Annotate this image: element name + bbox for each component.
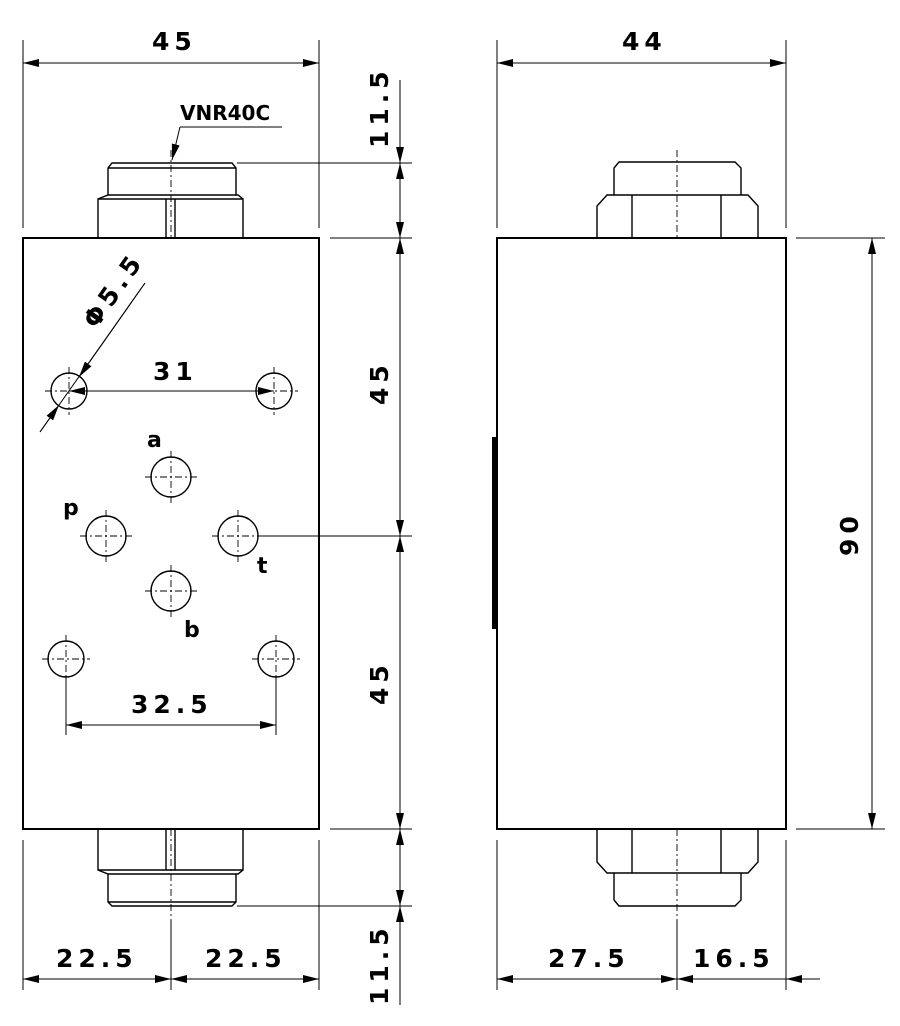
- port-label-t: t: [257, 554, 268, 579]
- dim-top-fitting-value: 11.5: [365, 66, 394, 148]
- port-hole-a: [145, 451, 197, 503]
- port-label-a: a: [147, 428, 162, 453]
- model-leader: [171, 126, 282, 161]
- dim-front-width: [22, 40, 320, 228]
- port-label-b: b: [184, 618, 200, 643]
- mounting-hole: [252, 635, 300, 683]
- dim-top-hole-spacing-value: 31: [153, 357, 198, 386]
- dim-front-vertical-chain: [237, 80, 412, 1005]
- dim-bottom-hole-spacing: [65, 677, 277, 735]
- front-top-fitting: [97, 150, 244, 238]
- front-body: [22, 237, 320, 830]
- dim-side-width: [496, 40, 787, 228]
- side-body: [496, 237, 787, 830]
- dim-side-height: [796, 237, 885, 830]
- port-hole-b: [145, 565, 197, 617]
- dim-bottom-fitting-value: 11.5: [365, 923, 394, 1005]
- dim-bottom-hole-spacing-value: 32.5: [131, 690, 213, 719]
- hole-diameter-label: Φ5.5: [77, 247, 150, 334]
- dim-side-width-value: 44: [622, 27, 667, 56]
- dim-lower-half-value: 45: [365, 660, 394, 705]
- side-seal-strip: [492, 437, 497, 629]
- dim-left-half-value: 22.5: [56, 944, 138, 973]
- dim-side-bottom-widths: [496, 840, 820, 990]
- dim-side-height-value: 90: [835, 511, 864, 556]
- dim-front-width-value: 45: [152, 27, 197, 56]
- side-bottom-fitting: [596, 829, 759, 920]
- side-top-fitting: [596, 150, 759, 238]
- dim-side-right-value: 16.5: [693, 944, 775, 973]
- dim-front-bottom-widths: [22, 840, 320, 990]
- dim-right-half-value: 22.5: [205, 944, 287, 973]
- side-view: 44 90 27.5 16.5: [492, 27, 885, 990]
- front-bottom-fitting: [97, 829, 244, 920]
- front-view: a p t b VNR40C Φ5.5 45 31 32.5: [22, 27, 412, 1005]
- mounting-hole: [42, 635, 90, 683]
- dim-upper-half-value: 45: [365, 360, 394, 405]
- model-label: VNR40C: [180, 101, 270, 125]
- port-hole-p: [80, 510, 132, 562]
- dim-side-left-value: 27.5: [548, 944, 630, 973]
- port-label-p: p: [63, 496, 79, 521]
